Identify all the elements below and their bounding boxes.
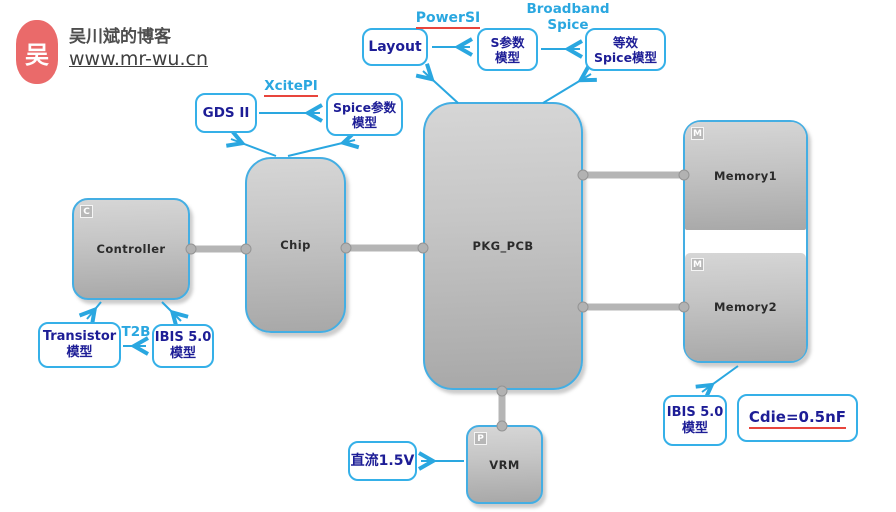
model-box-ibis-controller[interactable]: IBIS 5.0 模型: [152, 324, 214, 368]
arrow-pkg-to-eqspice: [542, 65, 597, 104]
block-label-controller: Controller: [96, 242, 166, 256]
model-box-ibis-memory-line1: IBIS 5.0: [666, 404, 724, 420]
tool-label-xcitepi: XcitePI: [258, 78, 324, 97]
model-box-dc-supply[interactable]: 直流1.5V: [348, 441, 417, 481]
block-badge-controller: C: [80, 205, 93, 218]
model-box-ibis-memory-line2: 模型: [681, 420, 708, 436]
model-box-cdie-label: Cdie=0.5nF: [748, 408, 847, 429]
block-pkg-pcb[interactable]: PKG_PCB: [423, 102, 583, 390]
model-box-ibis-controller-line1: IBIS 5.0: [154, 330, 212, 346]
model-box-equivalent-spice-line2: Spice模型: [593, 49, 658, 65]
block-chip[interactable]: Chip: [245, 157, 346, 333]
model-box-spice-parameter-line2: 模型: [351, 114, 377, 130]
arrow-controller-to-ibis: [161, 301, 189, 329]
block-memory-group: M Memory1 M Memory2: [683, 120, 808, 363]
model-box-layout[interactable]: Layout: [362, 28, 428, 66]
block-memory2[interactable]: M Memory2: [685, 253, 806, 361]
tool-label-xcitepi-text: XcitePI: [264, 78, 318, 97]
block-controller[interactable]: C Controller: [72, 198, 190, 300]
tool-label-powersi-text: PowerSI: [415, 10, 481, 29]
tool-label-broadband-spice: Broadband Spice: [520, 1, 616, 33]
arrow-pkg-to-layout: [415, 63, 459, 104]
site-logo-char: 吴: [25, 40, 49, 69]
model-box-spice-parameter[interactable]: Spice参数 模型: [326, 93, 403, 136]
site-logo-seal: 吴: [16, 20, 58, 84]
block-label-memory1: Memory1: [713, 169, 778, 183]
block-badge-memory2: M: [691, 258, 704, 271]
model-box-cdie[interactable]: Cdie=0.5nF: [737, 394, 858, 442]
block-badge-vrm: P: [474, 432, 487, 445]
block-badge-memory1: M: [691, 127, 704, 140]
model-box-spice-parameter-line1: Spice参数: [332, 99, 397, 115]
site-url: www.mr-wu.cn: [69, 48, 208, 70]
block-memory1[interactable]: M Memory1: [685, 122, 806, 230]
model-box-equivalent-spice[interactable]: 等效 Spice模型: [585, 28, 666, 71]
model-box-layout-label: Layout: [368, 38, 422, 55]
tool-label-powersi: PowerSI: [410, 10, 486, 29]
model-box-gds2[interactable]: GDS II: [195, 93, 257, 133]
model-box-equivalent-spice-line1: 等效: [612, 34, 638, 50]
tool-label-t2b-text: T2B: [121, 324, 151, 340]
model-box-ibis-controller-line2: 模型: [169, 346, 196, 361]
block-vrm[interactable]: P VRM: [466, 425, 543, 504]
tool-label-broadband-line2: Spice: [547, 16, 589, 33]
tool-label-broadband-line1: Broadband: [526, 1, 610, 17]
model-box-s-parameter[interactable]: S参数 模型: [477, 28, 538, 71]
model-box-transistor-line1: Transistor: [42, 329, 117, 345]
model-box-s-parameter-line2: 模型: [494, 49, 520, 65]
arrow-chip-to-spiceparam: [287, 130, 360, 157]
site-title: 吴川斌的博客: [69, 27, 171, 47]
block-label-memory2: Memory2: [713, 300, 778, 314]
model-box-transistor[interactable]: Transistor 模型: [38, 322, 121, 368]
model-box-gds2-label: GDS II: [202, 104, 250, 121]
model-box-s-parameter-line1: S参数: [490, 34, 525, 50]
model-box-dc-supply-label: 直流1.5V: [350, 452, 415, 469]
block-label-vrm: VRM: [489, 457, 520, 472]
block-label-pkg-pcb: PKG_PCB: [472, 239, 534, 253]
block-label-chip: Chip: [280, 238, 311, 252]
model-box-transistor-line2: 模型: [66, 345, 93, 360]
arrow-controller-to-transistor: [78, 301, 102, 326]
model-box-ibis-memory[interactable]: IBIS 5.0 模型: [663, 395, 727, 446]
tool-label-t2b: T2B: [118, 324, 154, 341]
arrow-memory-to-ibis: [695, 365, 739, 401]
arrow-chip-to-gds: [225, 129, 277, 157]
